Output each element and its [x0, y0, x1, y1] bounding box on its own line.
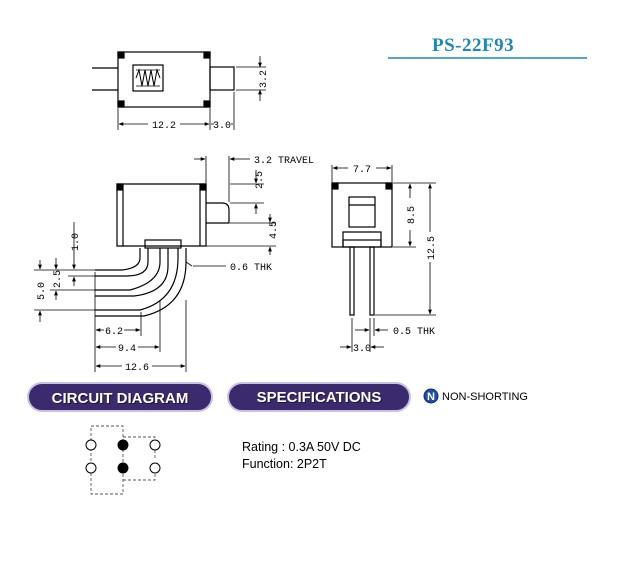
svg-text:CIRCUIT DIAGRAM: CIRCUIT DIAGRAM — [53, 391, 190, 408]
circuit-diagram — [90, 425, 156, 495]
dim-side-2-5: 2.5 — [255, 171, 266, 189]
top-corner-bl — [117, 100, 125, 108]
non-shorting-badge: N NON-SHORTING — [423, 388, 528, 404]
circuit-pins — [85, 439, 161, 474]
non-shorting-label: NON-SHORTING — [442, 391, 528, 403]
pin-icon — [85, 462, 97, 474]
dim-side-6-2: 6.2 — [105, 327, 123, 338]
pin-icon — [149, 462, 161, 474]
spring-icon — [135, 68, 161, 87]
pin-icon — [117, 462, 129, 474]
circuit-diagram-header: CIRCUIT DIAGRAM CIRCUIT DIAGRAM — [27, 382, 213, 412]
spec-rating: Rating : 0.3A 50V DC — [242, 440, 361, 454]
dim-top-length: 12.2 — [152, 121, 176, 132]
non-shorting-icon — [423, 388, 439, 404]
dim-side-4-5: 4.5 — [269, 221, 280, 239]
dim-side-9-4: 9.4 — [118, 344, 136, 355]
svg-text:CIRCUIT DIAGRAM: CIRCUIT DIAGRAM — [52, 390, 189, 407]
side-pin-1 — [95, 248, 179, 311]
end-view — [331, 165, 436, 352]
top-corner-tr — [203, 51, 211, 59]
dim-end-12-5: 12.5 — [427, 236, 438, 260]
top-body — [117, 51, 211, 108]
top-corner-br — [203, 100, 211, 108]
end-actuator — [348, 196, 376, 228]
svg-text:N: N — [427, 391, 435, 403]
dim-side-pitch: 2.5 — [53, 270, 64, 288]
end-body — [331, 182, 393, 248]
dim-side-12-6: 12.6 — [125, 363, 149, 374]
specifications-header: SPECIFICATIONS SPECIFICATIONS — [227, 382, 411, 412]
svg-text:SPECIFICATIONS: SPECIFICATIONS — [257, 389, 382, 406]
svg-text:SPECIFICATIONS: SPECIFICATIONS — [258, 390, 383, 407]
pin-icon — [85, 439, 97, 451]
side-view — [34, 156, 276, 372]
spec-function: Function: 2P2T — [242, 457, 327, 471]
dim-end-pitch: 3.0 — [353, 344, 371, 355]
model-title: PS-22F93 — [432, 35, 514, 56]
dim-end-thk: 0.5 THK — [393, 327, 435, 338]
dim-end-8-5: 8.5 — [407, 206, 418, 224]
side-pin-3 — [95, 248, 141, 271]
side-body — [116, 183, 207, 247]
dim-side-thk: 0.6 THK — [230, 263, 272, 274]
dim-travel: 3.2 TRAVEL — [254, 156, 314, 167]
dim-side-5-0: 5.0 — [37, 282, 48, 300]
end-pin-left — [349, 246, 355, 316]
spring-window — [132, 64, 164, 92]
end-base — [342, 239, 382, 248]
dim-top-actuator: 3.0 — [213, 121, 231, 132]
dim-side-1-0: 1.0 — [71, 233, 82, 251]
top-actuator — [209, 66, 235, 91]
top-view — [92, 51, 266, 130]
pin-icon — [117, 439, 129, 451]
dim-top-height: 3.2 — [259, 70, 270, 88]
end-pin-right — [369, 246, 375, 316]
dim-end-width: 7.7 — [353, 165, 371, 176]
side-base — [144, 239, 182, 249]
pin-icon — [149, 439, 161, 451]
side-pin-2 — [95, 248, 161, 291]
side-actuator — [206, 202, 230, 224]
top-corner-tl — [117, 51, 125, 59]
